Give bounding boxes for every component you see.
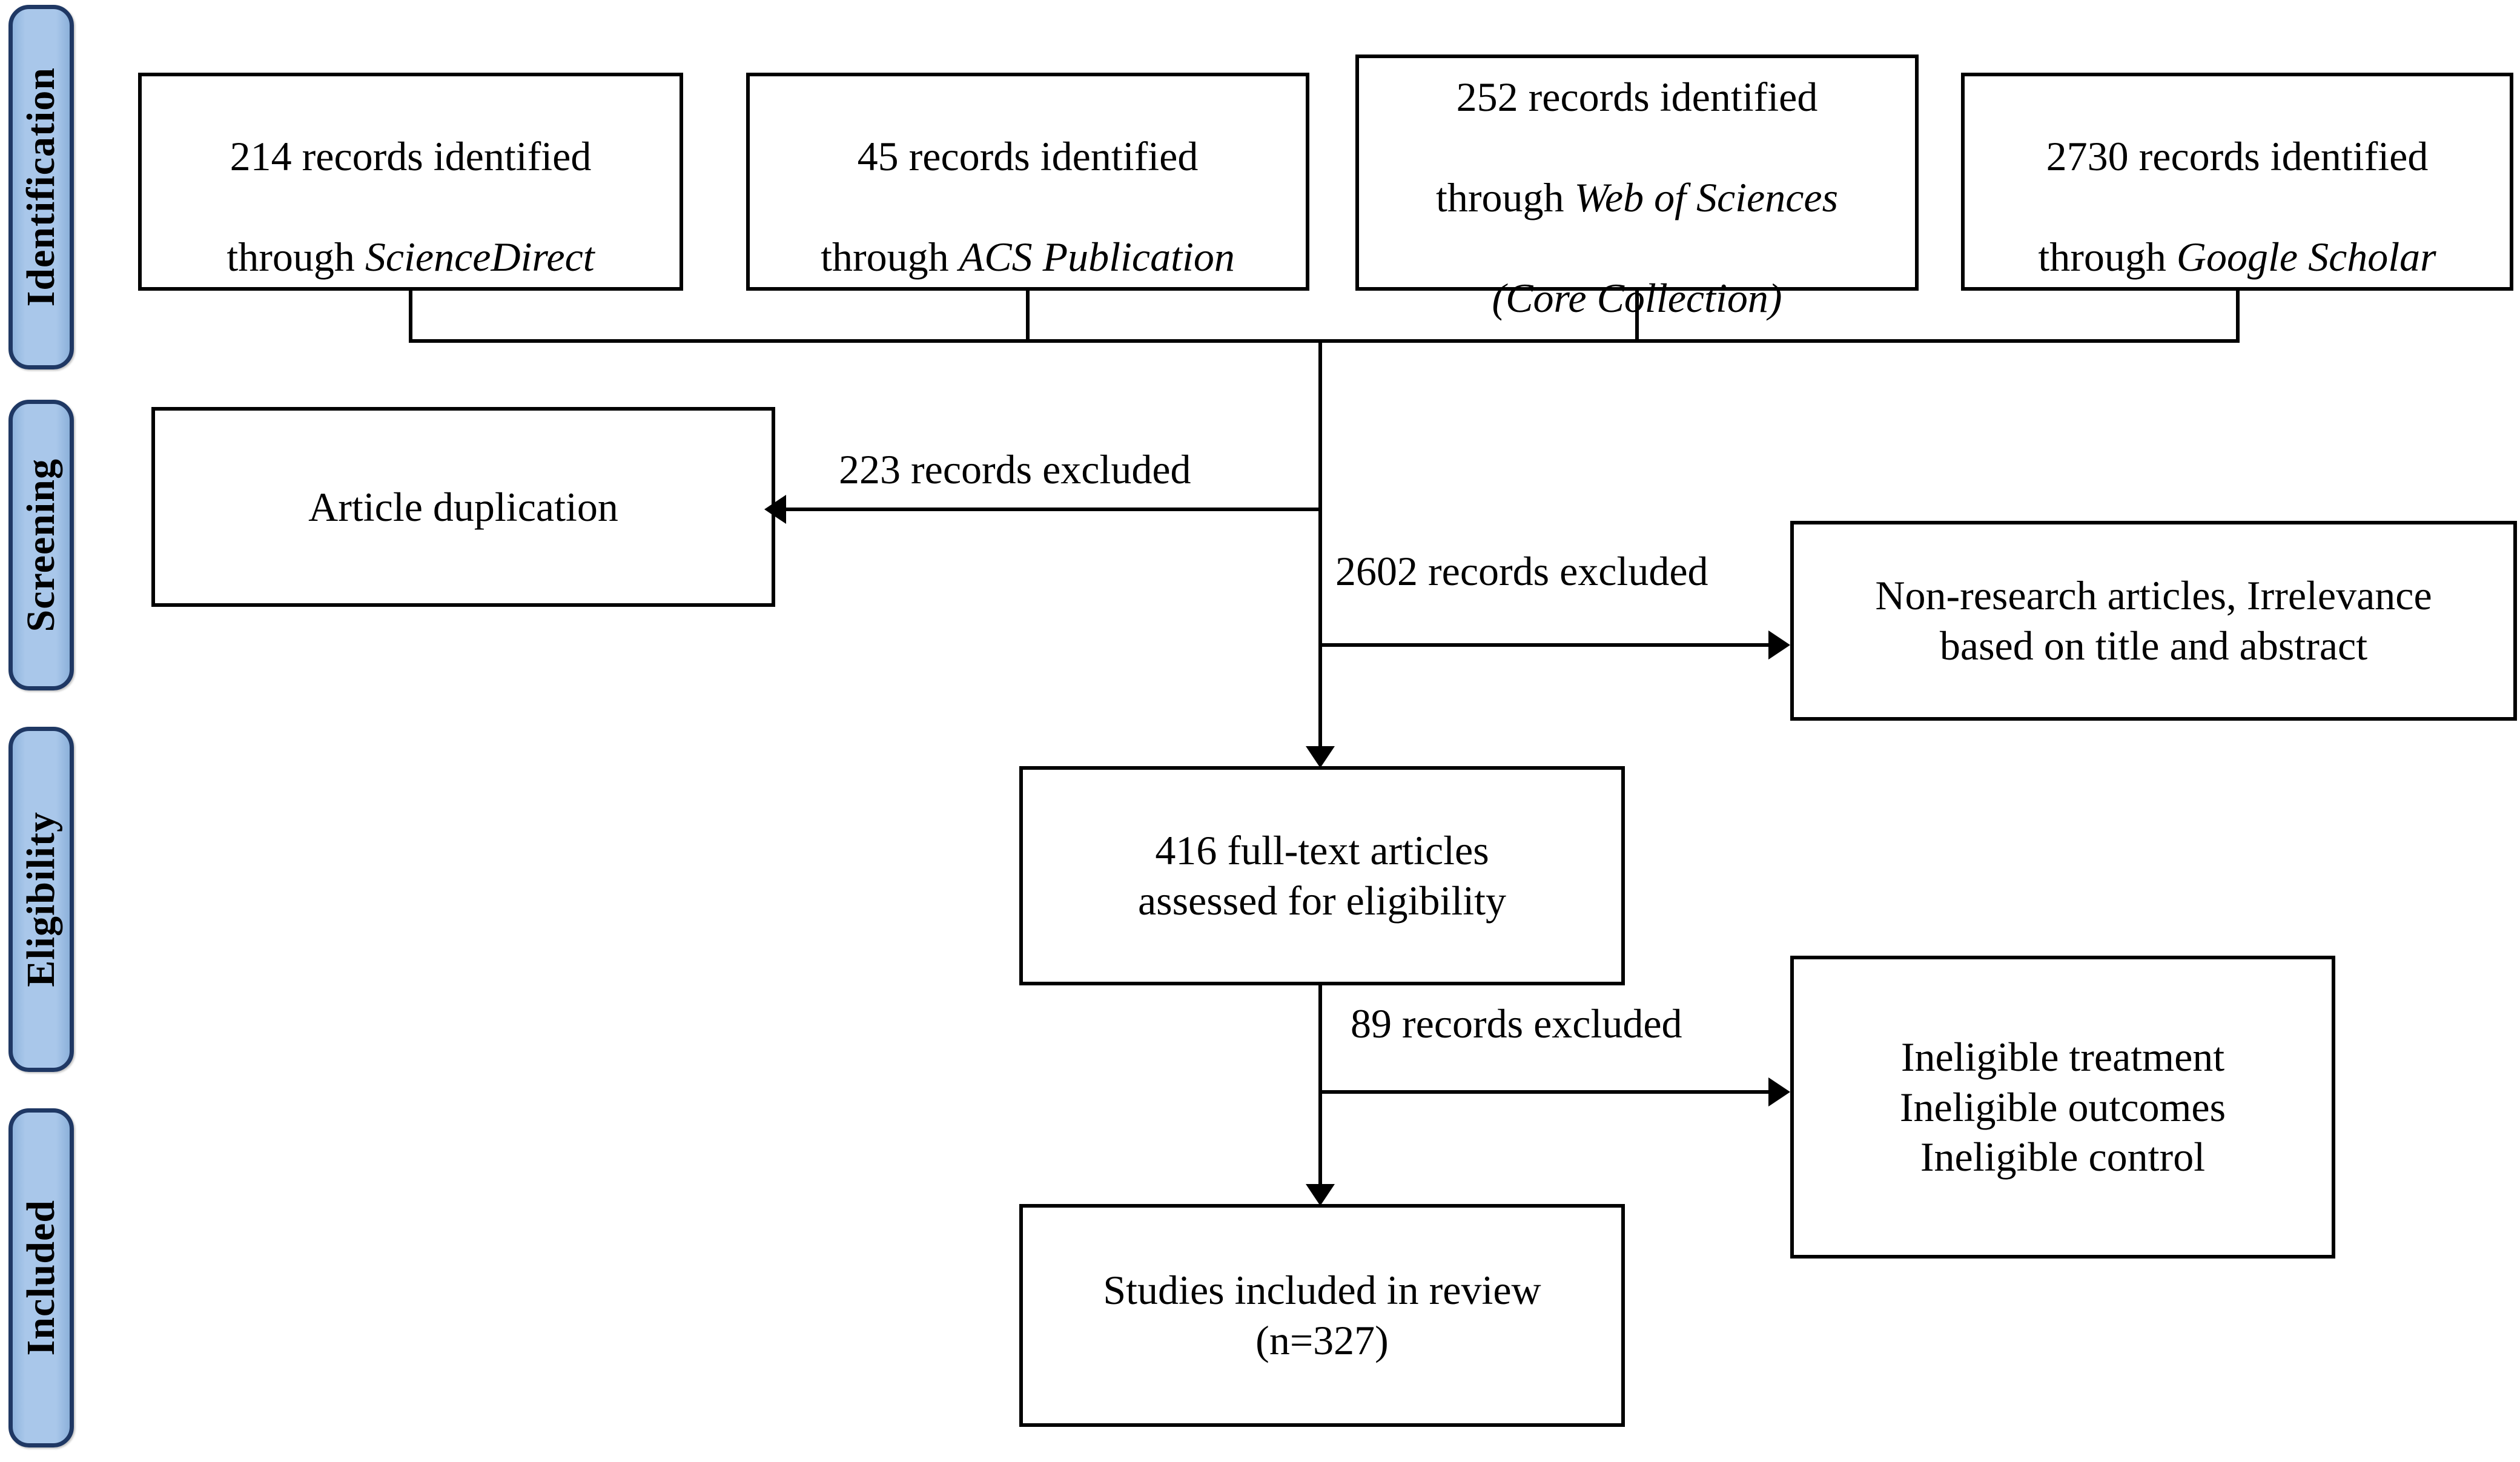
edge-label-excluded-screening: 2602 records excluded — [1335, 548, 1708, 594]
source-box-sciencedirect-text: 214 records identified through ScienceDi… — [227, 133, 595, 280]
arrow-trunk-to-included — [1306, 1184, 1335, 1206]
edge-label-excluded-duplicates: 223 records excluded — [839, 446, 1191, 492]
source-box-acs: 45 records identified through ACS Public… — [746, 73, 1309, 291]
node-studies-included: Studies included in review (n=327) — [1019, 1204, 1625, 1427]
node-article-duplication: Article duplication — [151, 407, 775, 607]
arrow-excluded-screening — [1768, 630, 1790, 660]
connector-stub-google-scholar — [2236, 291, 2240, 343]
node-article-duplication-text: Article duplication — [308, 483, 618, 530]
arrow-excluded-duplicates — [764, 495, 786, 524]
source-box-web-of-sciences: 252 records identified through Web of Sc… — [1355, 55, 1919, 321]
node-ineligible-reasons-text: Ineligible treatment Ineligible outcomes… — [1899, 1033, 2226, 1180]
connector-trunk-screening — [1318, 339, 1322, 763]
stage-label-screening: Screening — [8, 400, 74, 690]
arrow-trunk-to-full-text — [1306, 746, 1335, 768]
node-ineligible-reasons: Ineligible treatment Ineligible outcomes… — [1790, 956, 2335, 1259]
stage-label-eligibility: Eligibility — [8, 727, 74, 1072]
connector-stub-sciencedirect — [409, 291, 412, 343]
edge-label-excluded-eligibility: 89 records excluded — [1351, 1001, 1682, 1047]
node-full-text-assessed: 416 full-text articles assessed for elig… — [1019, 766, 1625, 985]
connector-excluded-eligibility — [1320, 1090, 1771, 1094]
stage-label-included: Included — [8, 1108, 74, 1447]
node-non-research: Non-research articles, Irrelevance based… — [1790, 521, 2517, 721]
connector-excluded-screening — [1320, 643, 1771, 647]
connector-excluded-duplicates — [785, 508, 1320, 511]
source-box-acs-text: 45 records identified through ACS Public… — [821, 133, 1235, 280]
stage-label-eligibility-text: Eligibility — [19, 812, 63, 987]
source-box-sciencedirect: 214 records identified through ScienceDi… — [138, 73, 683, 291]
connector-trunk-included — [1318, 985, 1322, 1191]
connector-stub-web-of-sciences — [1635, 291, 1639, 343]
node-non-research-text: Non-research articles, Irrelevance based… — [1875, 572, 2432, 669]
source-box-google-scholar: 2730 records identified through Google S… — [1961, 73, 2513, 291]
stage-label-included-text: Included — [19, 1200, 63, 1356]
stage-label-identification-text: Identification — [19, 67, 63, 307]
connector-bus-identification — [409, 339, 2240, 343]
node-full-text-assessed-text: 416 full-text articles assessed for elig… — [1137, 827, 1507, 924]
node-studies-included-text: Studies included in review (n=327) — [1103, 1267, 1541, 1363]
source-box-google-scholar-text: 2730 records identified through Google S… — [2038, 133, 2436, 280]
source-box-web-of-sciences-text: 252 records identified through Web of Sc… — [1435, 74, 1839, 321]
stage-label-identification: Identification — [8, 5, 74, 369]
arrow-excluded-eligibility — [1768, 1077, 1790, 1106]
connector-stub-acs — [1026, 291, 1030, 343]
stage-label-screening-text: Screening — [19, 458, 63, 632]
